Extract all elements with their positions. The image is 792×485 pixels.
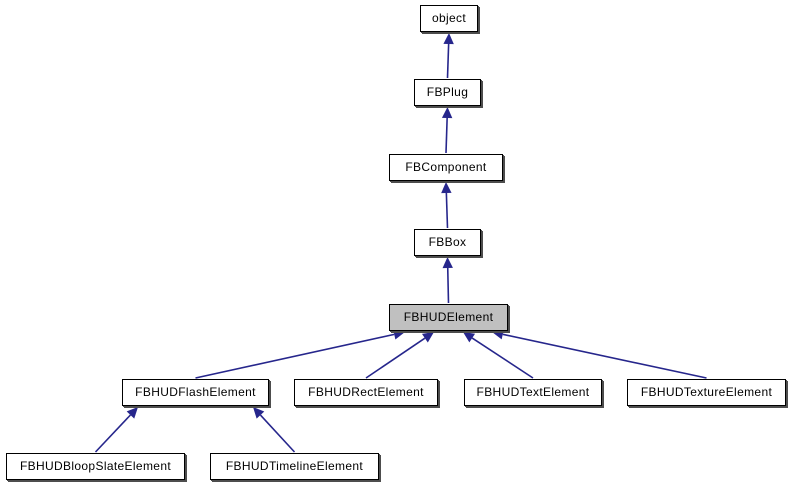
class-node-label: object	[431, 11, 467, 25]
class-node-label: FBHUDTextElement	[476, 385, 590, 399]
inheritance-arrowhead-fbhudbloopslateelement-to-fbhudflashelement	[126, 407, 138, 419]
inheritance-arrowhead-fbbox-to-fbcomponent	[441, 182, 452, 194]
class-node-fbhudrectelement[interactable]: FBHUDRectElement	[294, 379, 438, 406]
inheritance-edge-fbhudtextureelement-to-fbhudelement	[502, 333, 707, 379]
inheritance-edge-fbhudtimelineelement-to-fbhudflashelement	[259, 414, 296, 453]
inheritance-edge-fbplug-to-object	[446, 43, 450, 79]
class-node-label: FBBox	[428, 235, 467, 249]
inheritance-arrowhead-fbhudelement-to-fbbox	[442, 257, 453, 269]
inheritance-arrowhead-fbplug-to-object	[443, 33, 454, 45]
class-node-fbhudtextureelement[interactable]: FBHUDTextureElement	[627, 379, 786, 406]
class-node-fbhudtextelement[interactable]: FBHUDTextElement	[464, 379, 602, 406]
inheritance-edge-fbbox-to-fbcomponent	[445, 192, 449, 229]
class-node-object[interactable]: object	[420, 5, 478, 32]
inheritance-arrowhead-fbcomponent-to-fbplug	[441, 107, 453, 119]
class-node-label: FBHUDTextureElement	[640, 385, 773, 399]
inheritance-arrowhead-fbhudtextelement-to-fbhudelement	[463, 332, 476, 343]
class-node-label: FBHUDRectElement	[308, 385, 424, 399]
inheritance-edge-fbhudbloopslateelement-to-fbhudflashelement	[94, 414, 132, 453]
class-node-fbhudtimelineelement[interactable]: FBHUDTimelineElement	[210, 453, 379, 480]
class-node-fbhudflashelement[interactable]: FBHUDFlashElement	[122, 379, 269, 406]
inheritance-edge-fbhudrectelement-to-fbhudelement	[365, 337, 426, 379]
inheritance-arrowhead-fbhudrectelement-to-fbhudelement	[421, 332, 434, 343]
class-node-label: FBHUDElement	[403, 310, 494, 324]
class-node-fbbox[interactable]: FBBox	[414, 229, 481, 256]
class-node-label: FBHUDFlashElement	[135, 385, 256, 399]
class-node-fbplug[interactable]: FBPlug	[414, 79, 481, 106]
class-node-label: FBHUDTimelineElement	[225, 459, 364, 473]
class-node-fbcomponent[interactable]: FBComponent	[389, 154, 503, 181]
class-node-fbhudbloopslateelement[interactable]: FBHUDBloopSlateElement	[6, 453, 185, 480]
class-node-label: FBPlug	[426, 85, 469, 99]
inheritance-edge-fbhudtextelement-to-fbhudelement	[471, 337, 534, 379]
inheritance-arrowhead-fbhudtimelineelement-to-fbhudflashelement	[253, 407, 265, 419]
class-node-label: FBHUDBloopSlateElement	[19, 459, 172, 473]
inheritance-edge-fbcomponent-to-fbplug	[445, 117, 448, 154]
inheritance-edge-fbhudelement-to-fbbox	[446, 267, 450, 304]
inheritance-edge-fbhudflashelement-to-fbhudelement	[195, 333, 395, 379]
class-node-fbhudelement[interactable]: FBHUDElement	[389, 304, 508, 331]
class-node-label: FBComponent	[405, 160, 487, 174]
